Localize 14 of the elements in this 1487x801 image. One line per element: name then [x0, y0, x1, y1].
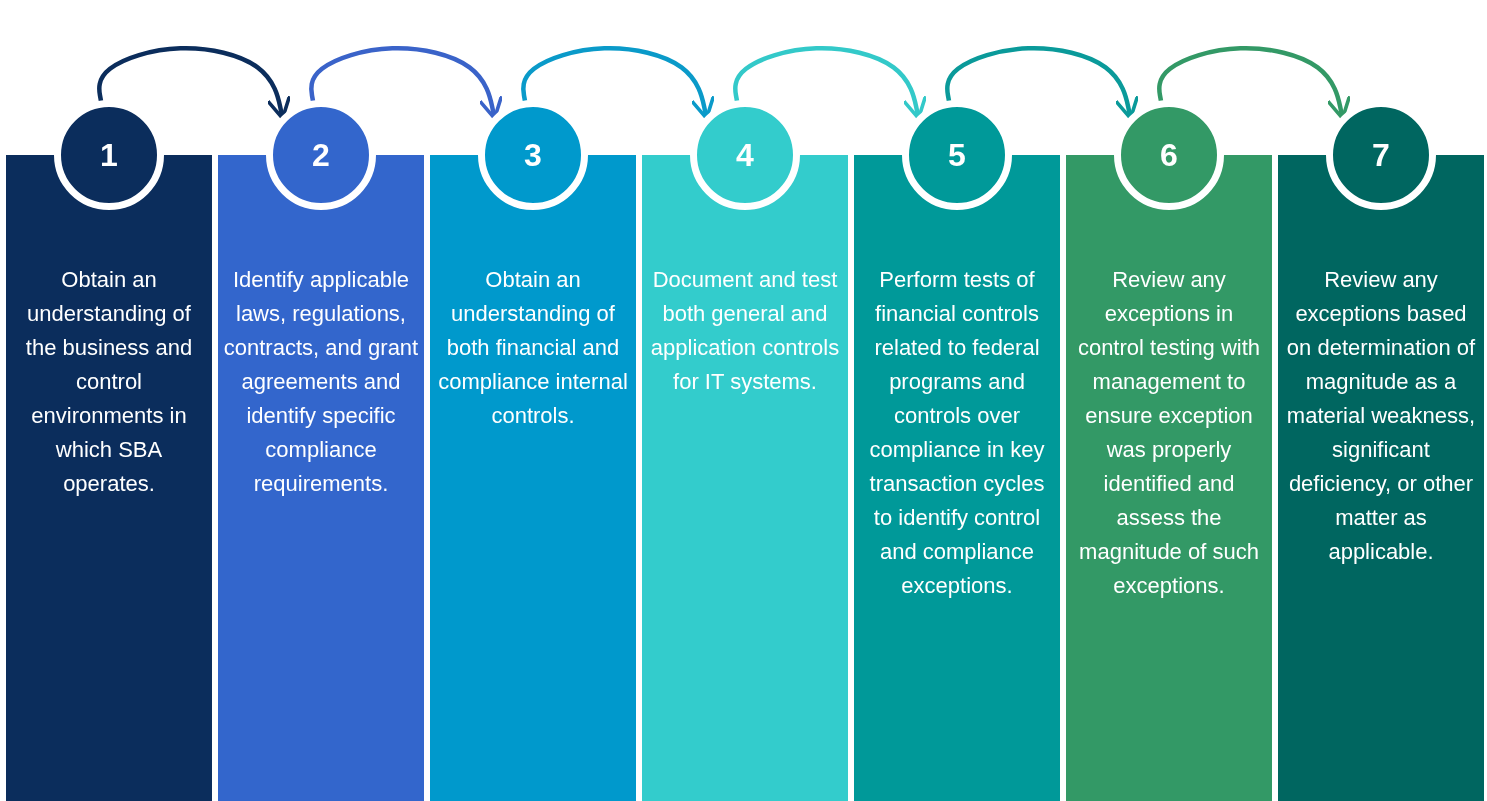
step-text: Identify applicable laws, regulations, contracts, and grant agreements and identify specific compliance requirements. [222, 266, 420, 498]
curved-arrow [945, 46, 1140, 121]
step-text: Obtain an understanding of the business and control environments in which SBA operates. [24, 266, 194, 498]
curved-arrow [733, 46, 928, 121]
step-text: Document and test both general and application controls for IT systems. [649, 266, 841, 396]
curved-arrow [97, 46, 292, 121]
step-text: Perform tests of financial controls related to federal programs and controls over compliance in key transaction cycles to identify control and compliance exceptions. [868, 266, 1046, 600]
curved-arrow [521, 46, 716, 121]
curved-arrow [309, 46, 504, 121]
curved-arrow [1157, 46, 1352, 121]
step-text: Review any exceptions in control testing with management to ensure exception was properly identified and assess the magnitude of such exceptions. [1076, 266, 1262, 600]
step-number-circle: 1 [54, 100, 164, 210]
step-text: Review any exceptions based on determination of magnitude as a material weakness, significant deficiency, or other matter as applicable. [1285, 266, 1477, 566]
step-text: Obtain an understanding of both financial and compliance internal controls. [437, 266, 629, 430]
